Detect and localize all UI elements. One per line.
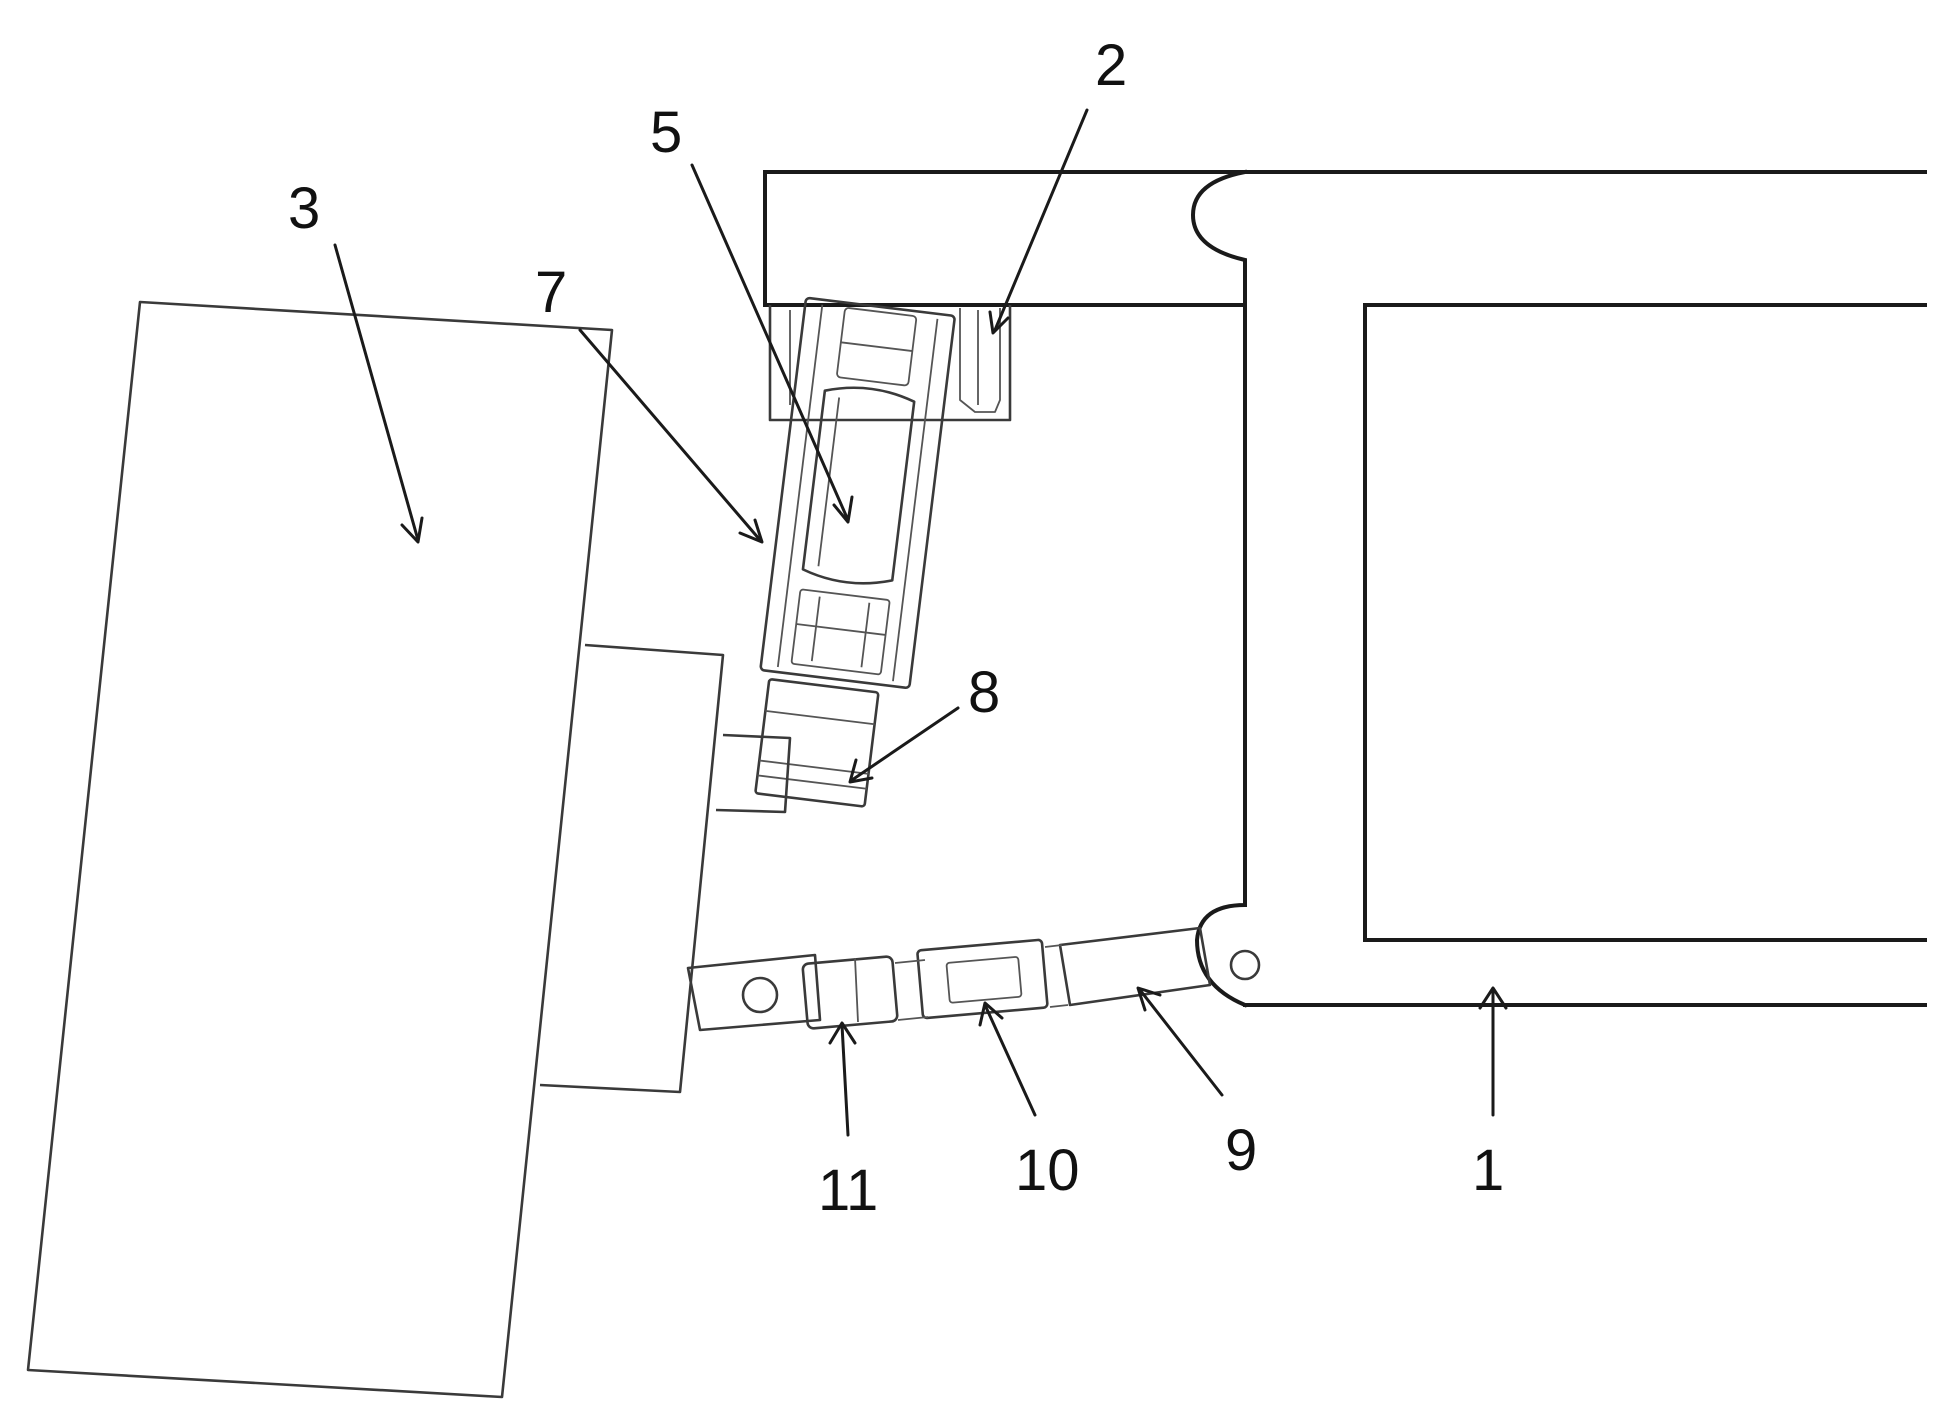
svg-text:11: 11	[818, 1158, 878, 1223]
link-outer-end-part-9	[1058, 926, 1212, 1007]
svg-text:3: 3	[288, 176, 320, 241]
cylinder-rod-part-5	[801, 386, 916, 585]
callout-1: 1	[1472, 986, 1508, 1203]
svg-text:9: 9	[1225, 1118, 1257, 1183]
callout-11: 11	[818, 1021, 878, 1223]
hydraulic-cylinder	[754, 296, 956, 808]
callout-7: 7	[535, 260, 764, 544]
svg-text:8: 8	[968, 660, 1000, 725]
callout-10: 10	[978, 1001, 1080, 1203]
svg-text:10: 10	[1015, 1138, 1080, 1203]
link-inner-end-part-11	[801, 955, 899, 1030]
callout-3: 3	[288, 176, 424, 544]
callout-5: 5	[650, 100, 854, 524]
svg-text:1: 1	[1472, 1138, 1504, 1203]
callout-2: 2	[988, 33, 1127, 335]
cylinder-barrel-part-7	[759, 296, 956, 690]
rod-end-clevis-part-8	[754, 678, 880, 808]
callout-8: 8	[848, 660, 1000, 784]
svg-text:5: 5	[650, 100, 682, 165]
side-plate-part-3	[26, 300, 725, 1399]
svg-text:2: 2	[1095, 33, 1127, 98]
frame-part-1	[763, 169, 1927, 1008]
link-middle-sleeve-part-10	[916, 938, 1049, 1020]
lower-link	[686, 926, 1212, 1032]
svg-text:7: 7	[535, 260, 567, 325]
callout-9: 9	[1136, 986, 1257, 1183]
hinge-support-part-2	[768, 305, 1012, 422]
